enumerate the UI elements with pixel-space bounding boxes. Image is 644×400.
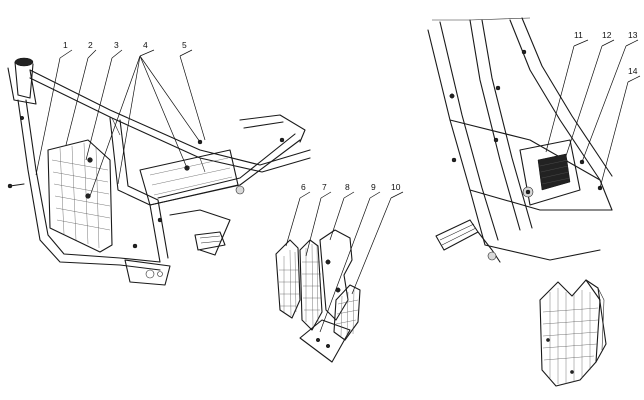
part-6-side-plate — [275, 239, 301, 319]
part-7-grid-panel — [299, 239, 323, 331]
callout-group-center: 6 7 8 9 10 — [285, 182, 404, 333]
regulator-unit — [519, 139, 603, 206]
callout-12: 12 — [602, 30, 612, 40]
callout-group-left: 1 2 3 4 5 — [35, 40, 206, 197]
footpeg-bracket — [169, 185, 245, 256]
part-10-grid-panel — [333, 284, 361, 341]
callout-4: 4 — [143, 40, 148, 50]
callout-9: 9 — [371, 182, 376, 192]
assembled-shield — [539, 279, 607, 387]
callout-6: 6 — [301, 182, 306, 192]
callout-7: 7 — [322, 182, 327, 192]
callout-10: 10 — [391, 182, 401, 192]
callout-2: 2 — [88, 40, 93, 50]
frame-shield-grid — [47, 139, 113, 253]
callout-14: 14 — [628, 66, 638, 76]
callout-1: 1 — [63, 40, 68, 50]
main-frame-assembly — [7, 57, 311, 286]
callout-8: 8 — [345, 182, 350, 192]
callout-13: 13 — [628, 30, 638, 40]
exploded-shield-parts — [275, 229, 361, 363]
callout-3: 3 — [114, 40, 119, 50]
detail-view-frame — [427, 17, 613, 263]
part-8-center-plate — [319, 229, 353, 321]
part-9-base-plate — [299, 319, 351, 363]
headstock — [7, 57, 37, 105]
callout-11: 11 — [574, 30, 583, 40]
bolt-markers — [19, 115, 285, 249]
callout-5: 5 — [182, 40, 187, 50]
top-tube — [29, 69, 311, 166]
footpeg-detail — [435, 219, 501, 263]
callout-group-right: 11 12 13 14 — [545, 30, 641, 189]
